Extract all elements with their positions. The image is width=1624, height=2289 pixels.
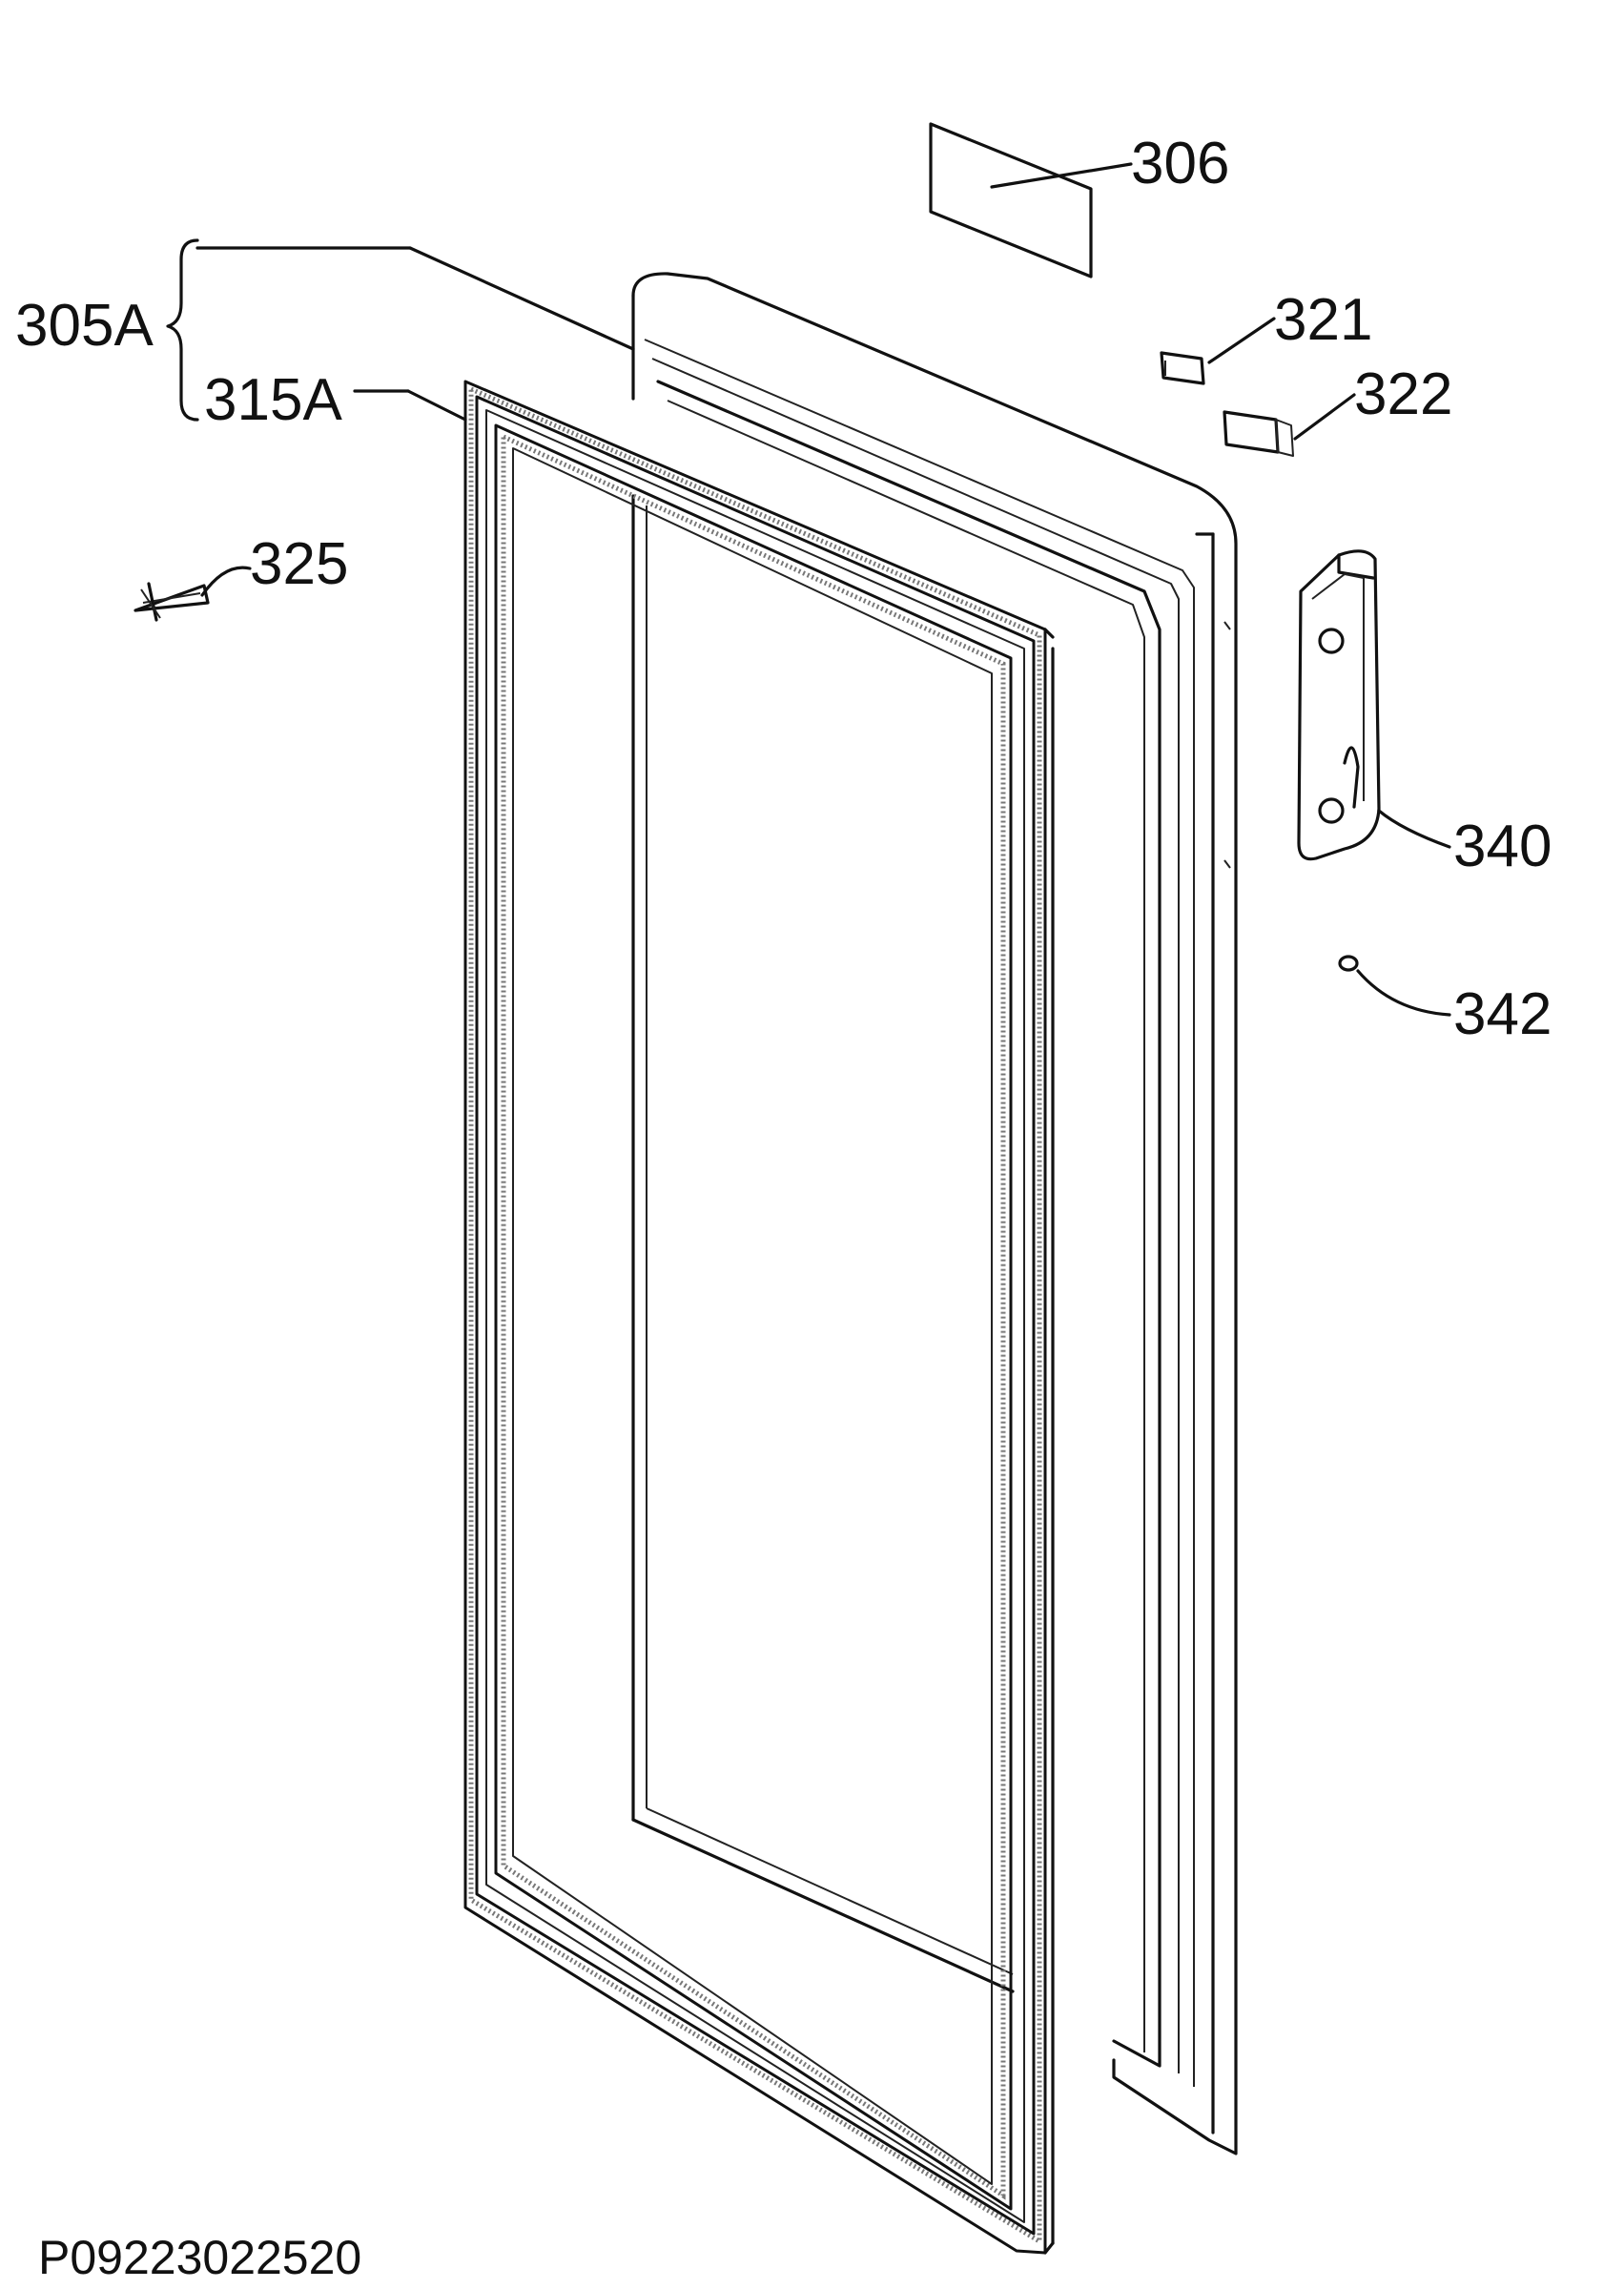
group-brace xyxy=(166,238,199,422)
door-panel-305A xyxy=(195,246,1238,2155)
hinge-cover-322 xyxy=(1223,393,1356,457)
screw-342 xyxy=(1338,955,1451,1017)
part-label-325: 325 xyxy=(250,531,348,597)
handle-340 xyxy=(1297,549,1451,861)
door-gasket-315A xyxy=(353,380,1055,2255)
part-label-342: 342 xyxy=(1453,981,1552,1047)
part-label-321: 321 xyxy=(1274,287,1372,353)
label-plate-306 xyxy=(929,122,1133,278)
part-label-306: 306 xyxy=(1131,131,1229,196)
part-label-322: 322 xyxy=(1354,361,1452,427)
part-label-305A: 305A xyxy=(15,293,154,359)
part-label-340: 340 xyxy=(1453,814,1552,879)
hinge-cover-321 xyxy=(1160,317,1276,385)
clip-325 xyxy=(134,566,252,622)
part-label-315A: 315A xyxy=(204,367,342,433)
drawing-code: P09223022520 xyxy=(38,2231,361,2284)
